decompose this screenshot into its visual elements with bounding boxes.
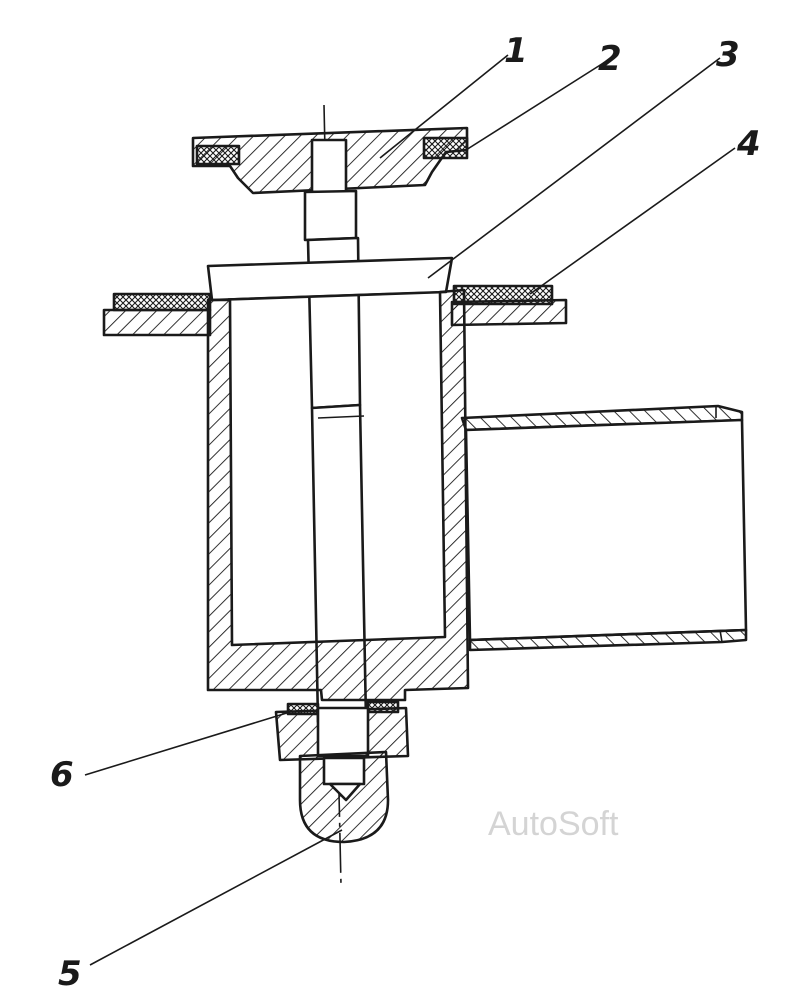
callout-5: 5 — [58, 954, 82, 994]
watermark-text: AutoSoft — [488, 805, 619, 843]
leader-lines — [84, 54, 736, 966]
leader-6 — [84, 711, 291, 776]
callout-6: 6 — [50, 755, 74, 795]
callout-2: 2 — [598, 39, 622, 79]
seal-ring-part-2 — [195, 136, 469, 166]
callout-1: 1 — [504, 31, 528, 71]
nut — [274, 706, 410, 762]
callout-4: 4 — [736, 124, 761, 164]
housing-body — [206, 288, 470, 702]
leader-3 — [427, 57, 721, 279]
leader-5 — [89, 829, 343, 966]
end-plug-part-5 — [298, 750, 390, 844]
callout-labels: 1 2 3 4 6 5 — [50, 31, 761, 994]
leader-4 — [529, 147, 736, 295]
leader-2 — [465, 61, 606, 151]
cap-part-3 — [206, 256, 454, 302]
leader-1 — [379, 54, 509, 159]
top-flange-part-1 — [191, 126, 469, 195]
outlet-pipe — [460, 404, 748, 652]
callout-3: 3 — [716, 35, 740, 75]
